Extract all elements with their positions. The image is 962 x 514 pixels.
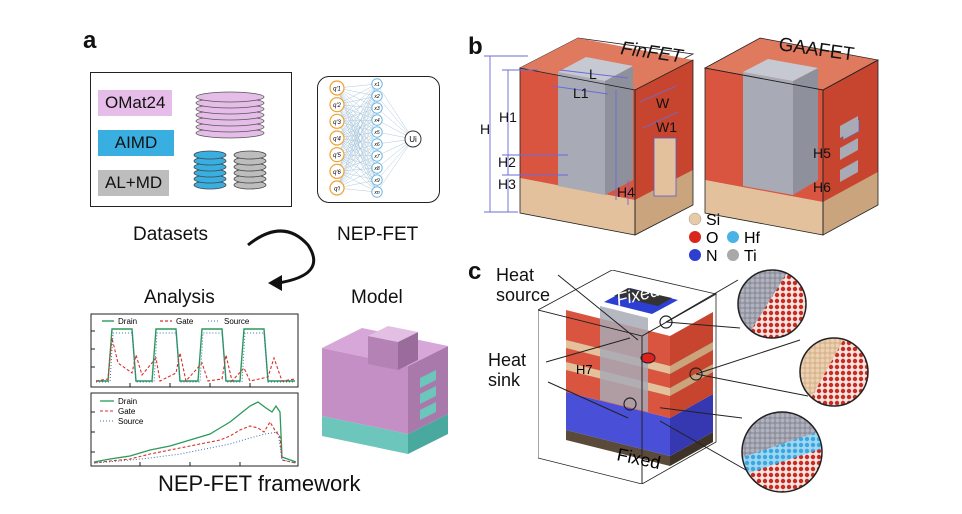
- plot1-legend-source: Source: [224, 317, 250, 326]
- heat-source-spot: [640, 352, 656, 364]
- dataset-stacks-icon: [193, 91, 267, 190]
- nep-hidden-label: x2: [373, 94, 380, 100]
- h7-label: H7: [576, 362, 593, 377]
- dim-H4: H4: [617, 184, 635, 200]
- nep-hidden-node: [371, 138, 383, 150]
- heat-sink-label: Heat sink: [488, 350, 527, 390]
- nep-hidden-node: [371, 186, 383, 198]
- dim-H5: H5: [813, 145, 831, 161]
- nep-hidden-label: xn: [373, 190, 380, 196]
- nep-input-node: [329, 180, 345, 196]
- dim-L1: L1: [573, 85, 589, 101]
- nep-network-diagram: q'1 q'2 q'3 q'4 q'5 q'6 q'i x1 x2 x3 x4 x5 x6 x7 x8 x9 x…: [329, 78, 422, 198]
- nep-hidden-node: [371, 90, 383, 102]
- nep-input-label: q'1: [333, 87, 341, 93]
- legend-ti-icon: [727, 249, 739, 261]
- legend-si-icon: [688, 212, 702, 226]
- dataset-al-md: AL+MD: [98, 170, 170, 196]
- plot1-legend-gate: Gate: [176, 317, 194, 326]
- nep-output-node: [404, 130, 422, 148]
- nep-input-node: [329, 163, 345, 179]
- nep-hidden-label: x1: [373, 82, 380, 88]
- nep-input-node: [329, 130, 345, 146]
- zoom-insets: [660, 269, 869, 493]
- cycle-arrow-icon: [247, 229, 316, 291]
- dim-H3: H3: [498, 176, 516, 192]
- legend-o: O: [706, 230, 718, 247]
- dim-H6: H6: [813, 179, 831, 195]
- zoom-inset-channel: [800, 338, 868, 406]
- nep-input-label: q'5: [333, 153, 341, 159]
- datasets-box: [90, 72, 292, 207]
- nep-network-box: [317, 76, 440, 203]
- heat-source-label: Heat source: [496, 265, 551, 305]
- nep-hidden-label: x8: [373, 166, 380, 172]
- plot2-legend-source: Source: [118, 417, 144, 426]
- nep-hidden-node: [371, 114, 383, 126]
- nep-input-label: q'2: [333, 103, 341, 109]
- nep-fet-caption: NEP-FET: [337, 224, 419, 245]
- gaafet-bounding-box: [703, 37, 880, 236]
- framework-caption: NEP-FET framework: [158, 471, 361, 496]
- nep-hidden-node: [371, 150, 383, 162]
- panel-c-device: Fixed Fixed H7: [538, 270, 718, 484]
- datasets-caption: Datasets: [133, 224, 208, 245]
- nep-input-node: [329, 80, 345, 96]
- nep-input-node: [329, 97, 345, 113]
- nep-input-node: [329, 147, 345, 163]
- panel-b-label: b: [468, 33, 483, 60]
- nep-hidden-label: x7: [373, 154, 380, 160]
- legend-hf: Hf: [744, 230, 761, 247]
- dataset-omat24: OMat24: [98, 90, 173, 116]
- nep-hidden-label: x3: [373, 106, 380, 112]
- plot2-legend-drain: Drain: [118, 397, 137, 406]
- element-legend: Si O Hf N Ti: [688, 212, 761, 264]
- model-3d-device-icon: [322, 326, 448, 454]
- dataset-aimd: AIMD: [98, 130, 174, 156]
- legend-n-icon: [689, 249, 701, 261]
- legend-hf-icon: [727, 231, 739, 243]
- plot2-legend-gate: Gate: [118, 407, 136, 416]
- nep-hidden-node: [371, 102, 383, 114]
- dimension-lines: [484, 55, 679, 213]
- nep-hidden-node: [371, 126, 383, 138]
- dim-W1: W1: [656, 119, 677, 135]
- dim-H2: H2: [498, 154, 516, 170]
- nep-hidden-node: [371, 162, 383, 174]
- nep-input-label: q'4: [333, 137, 341, 143]
- legend-si: Si: [706, 212, 720, 229]
- panel-a-label: a: [83, 27, 97, 54]
- nep-input-node: [329, 113, 345, 129]
- zoom-inset-interface: [742, 412, 822, 492]
- nep-hidden-label: x5: [373, 130, 380, 136]
- dim-H1: H1: [499, 109, 517, 125]
- nep-hidden-node: [371, 174, 383, 186]
- dim-L: L: [589, 66, 597, 82]
- nep-input-label: q'6: [333, 170, 341, 176]
- dim-W: W: [656, 95, 670, 111]
- nep-hidden-label: x9: [373, 178, 380, 184]
- nep-output-label: Ui: [409, 135, 417, 144]
- panel-c-label: c: [468, 258, 482, 285]
- panel-b-devices: FinFET L L1 W W1 H H1 H2 H3 H4 GAAFET H5…: [480, 34, 880, 236]
- analysis-caption: Analysis: [144, 287, 215, 308]
- nep-hidden-label: x4: [373, 118, 380, 124]
- nep-hidden-node: [371, 78, 383, 90]
- nep-input-label: q'i: [334, 187, 340, 193]
- dim-H: H: [480, 121, 490, 137]
- plot1-legend-drain: Drain: [118, 317, 137, 326]
- analysis-plot-1: Drain Gate Source: [90, 313, 299, 388]
- legend-n: N: [706, 248, 718, 264]
- nep-hidden-label: x6: [373, 142, 380, 148]
- nep-input-label: q'3: [333, 120, 341, 126]
- legend-o-icon: [689, 231, 701, 243]
- model-caption: Model: [351, 287, 403, 308]
- legend-ti: Ti: [744, 248, 757, 264]
- analysis-plot-2: Drain Gate Source: [90, 392, 299, 467]
